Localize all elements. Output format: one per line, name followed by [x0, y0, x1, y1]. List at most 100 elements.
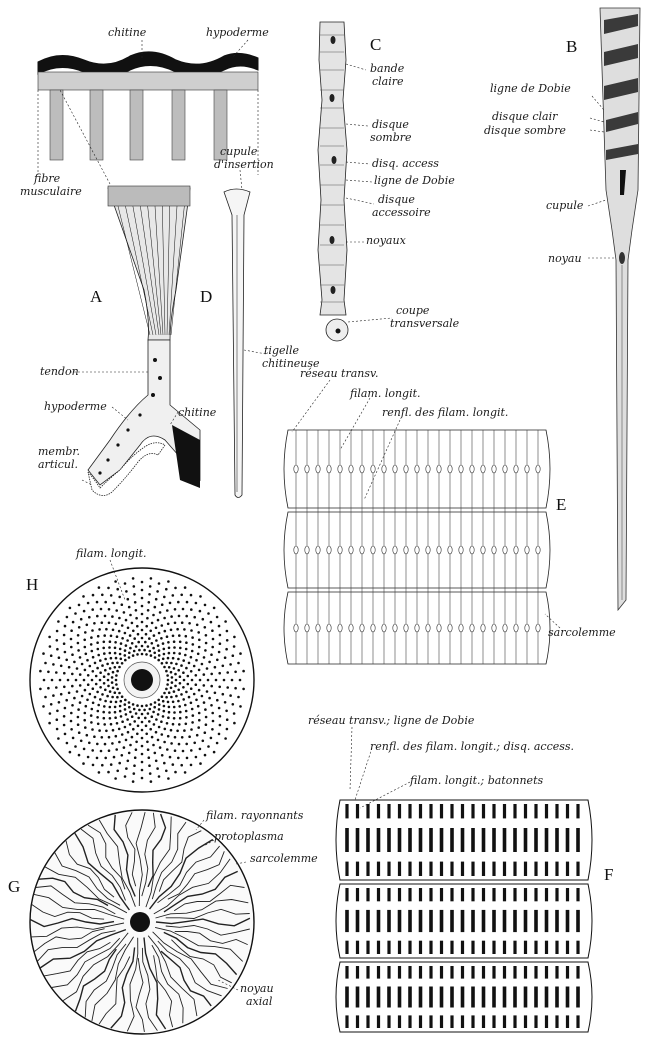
- batonnet-f: [366, 862, 369, 876]
- filament-dot-h: [180, 693, 183, 696]
- batonnet-f: [503, 804, 506, 818]
- filament-dot-h: [107, 587, 110, 590]
- filament-dot-h: [132, 577, 135, 580]
- filament-dot-h: [125, 590, 128, 593]
- filament-dot-h: [47, 671, 50, 674]
- filament-dot-h: [75, 679, 78, 682]
- filament-dot-h: [96, 667, 99, 670]
- filament-dot-h: [163, 692, 166, 695]
- panel-b: B ligne de Dobie disque clair disque som…: [484, 8, 640, 610]
- filament-dot-h: [76, 690, 79, 693]
- filament-dot-h: [49, 712, 52, 715]
- filament-dot-h: [163, 596, 166, 599]
- batonnet-f: [576, 941, 579, 954]
- filament-dot-h: [204, 649, 207, 652]
- filament-dot-h: [97, 704, 100, 707]
- filament-dot-h: [224, 737, 227, 740]
- filament-dot-h: [121, 662, 124, 665]
- filament-dot-h: [107, 685, 110, 688]
- filament-dot-h: [96, 757, 99, 760]
- filament-swelling-e: [327, 465, 331, 473]
- filament-dot-h: [141, 645, 144, 648]
- filament-dot-h: [101, 736, 104, 739]
- filament-dot-h: [195, 674, 198, 677]
- filament-dot-h: [147, 748, 150, 751]
- filament-dot-h: [239, 679, 242, 682]
- filament-dot-h: [134, 601, 137, 604]
- batonnet-f: [440, 941, 443, 954]
- filament-dot-h: [87, 756, 90, 759]
- batonnet-f: [450, 828, 454, 852]
- filament-dot-h: [165, 670, 168, 673]
- filament-dot-h: [219, 724, 222, 727]
- filament-dot-h: [118, 762, 121, 765]
- filament-swelling-e: [470, 465, 474, 473]
- filament-dot-h: [95, 675, 98, 678]
- filament-dot-h: [96, 641, 99, 644]
- filament-swelling-e: [294, 465, 298, 473]
- filament-dot-h: [206, 667, 209, 670]
- filament-dot-h: [205, 642, 208, 645]
- filament-dot-h: [224, 620, 227, 623]
- filament-dot-h: [116, 670, 119, 673]
- filament-dot-h: [166, 674, 169, 677]
- filament-swelling-e: [393, 546, 397, 554]
- batonnet-f: [387, 1015, 390, 1028]
- batonnet-f: [461, 910, 465, 932]
- filament-dot-h: [90, 643, 93, 646]
- filament-dot-h: [101, 664, 104, 667]
- filament-dot-h: [72, 621, 75, 624]
- filament-dot-h: [173, 652, 176, 655]
- filament-dot-h: [132, 728, 135, 731]
- filament-swelling-e: [481, 546, 485, 554]
- filament-dot-h: [88, 616, 91, 619]
- batonnet-f: [398, 966, 401, 979]
- filament-dot-h: [123, 611, 126, 614]
- filament-dot-h: [115, 748, 118, 751]
- batonnet-f: [345, 804, 348, 818]
- filament-dot-h: [177, 700, 180, 703]
- filament-dot-h: [137, 725, 140, 728]
- batonnet-f: [513, 966, 516, 979]
- filament-dot-h: [179, 682, 182, 685]
- filament-dot-h: [167, 657, 170, 660]
- filament-dot-h: [136, 733, 139, 736]
- filament-swelling-e: [437, 465, 441, 473]
- filament-swelling-e: [426, 546, 430, 554]
- batonnet-f: [387, 862, 390, 876]
- filament-swelling-e: [316, 546, 320, 554]
- filament-dot-h: [98, 729, 101, 732]
- filament-swelling-e: [305, 624, 309, 632]
- filament-dot-h: [218, 733, 221, 736]
- label-protoplasma: protoplasma: [214, 830, 284, 843]
- batonnet-f: [471, 966, 474, 979]
- filament-dot-h: [114, 652, 117, 655]
- filament-swelling-e: [382, 546, 386, 554]
- filament-dot-h: [190, 728, 193, 731]
- filament-dot-h: [237, 662, 240, 665]
- filament-dot-h: [192, 643, 195, 646]
- filament-dot-h: [114, 691, 117, 694]
- label-sarcolemme-g: sarcolemme: [250, 852, 318, 865]
- filament-dot-h: [160, 720, 163, 723]
- filament-dot-h: [93, 735, 96, 738]
- filament-dot-h: [174, 673, 177, 676]
- filament-dot-h: [108, 646, 111, 649]
- batonnet-f: [524, 987, 528, 1008]
- filament-dot-h: [109, 706, 112, 709]
- filament-dot-h: [174, 736, 177, 739]
- filament-dot-h: [143, 709, 146, 712]
- filament-dot-h: [128, 752, 131, 755]
- filament-dot-h: [114, 711, 117, 714]
- filament-dot-h: [190, 656, 193, 659]
- filament-dot-h: [91, 650, 94, 653]
- filament-dot-h: [229, 663, 232, 666]
- filament-dot-h: [167, 641, 170, 644]
- filament-dot-h: [135, 645, 138, 648]
- batonnet-f: [471, 987, 475, 1008]
- filament-dot-h: [96, 743, 99, 746]
- filament-dot-h: [87, 674, 90, 677]
- filament-dot-h: [141, 753, 144, 756]
- filament-dot-h: [111, 676, 114, 679]
- batonnet-f: [545, 862, 548, 876]
